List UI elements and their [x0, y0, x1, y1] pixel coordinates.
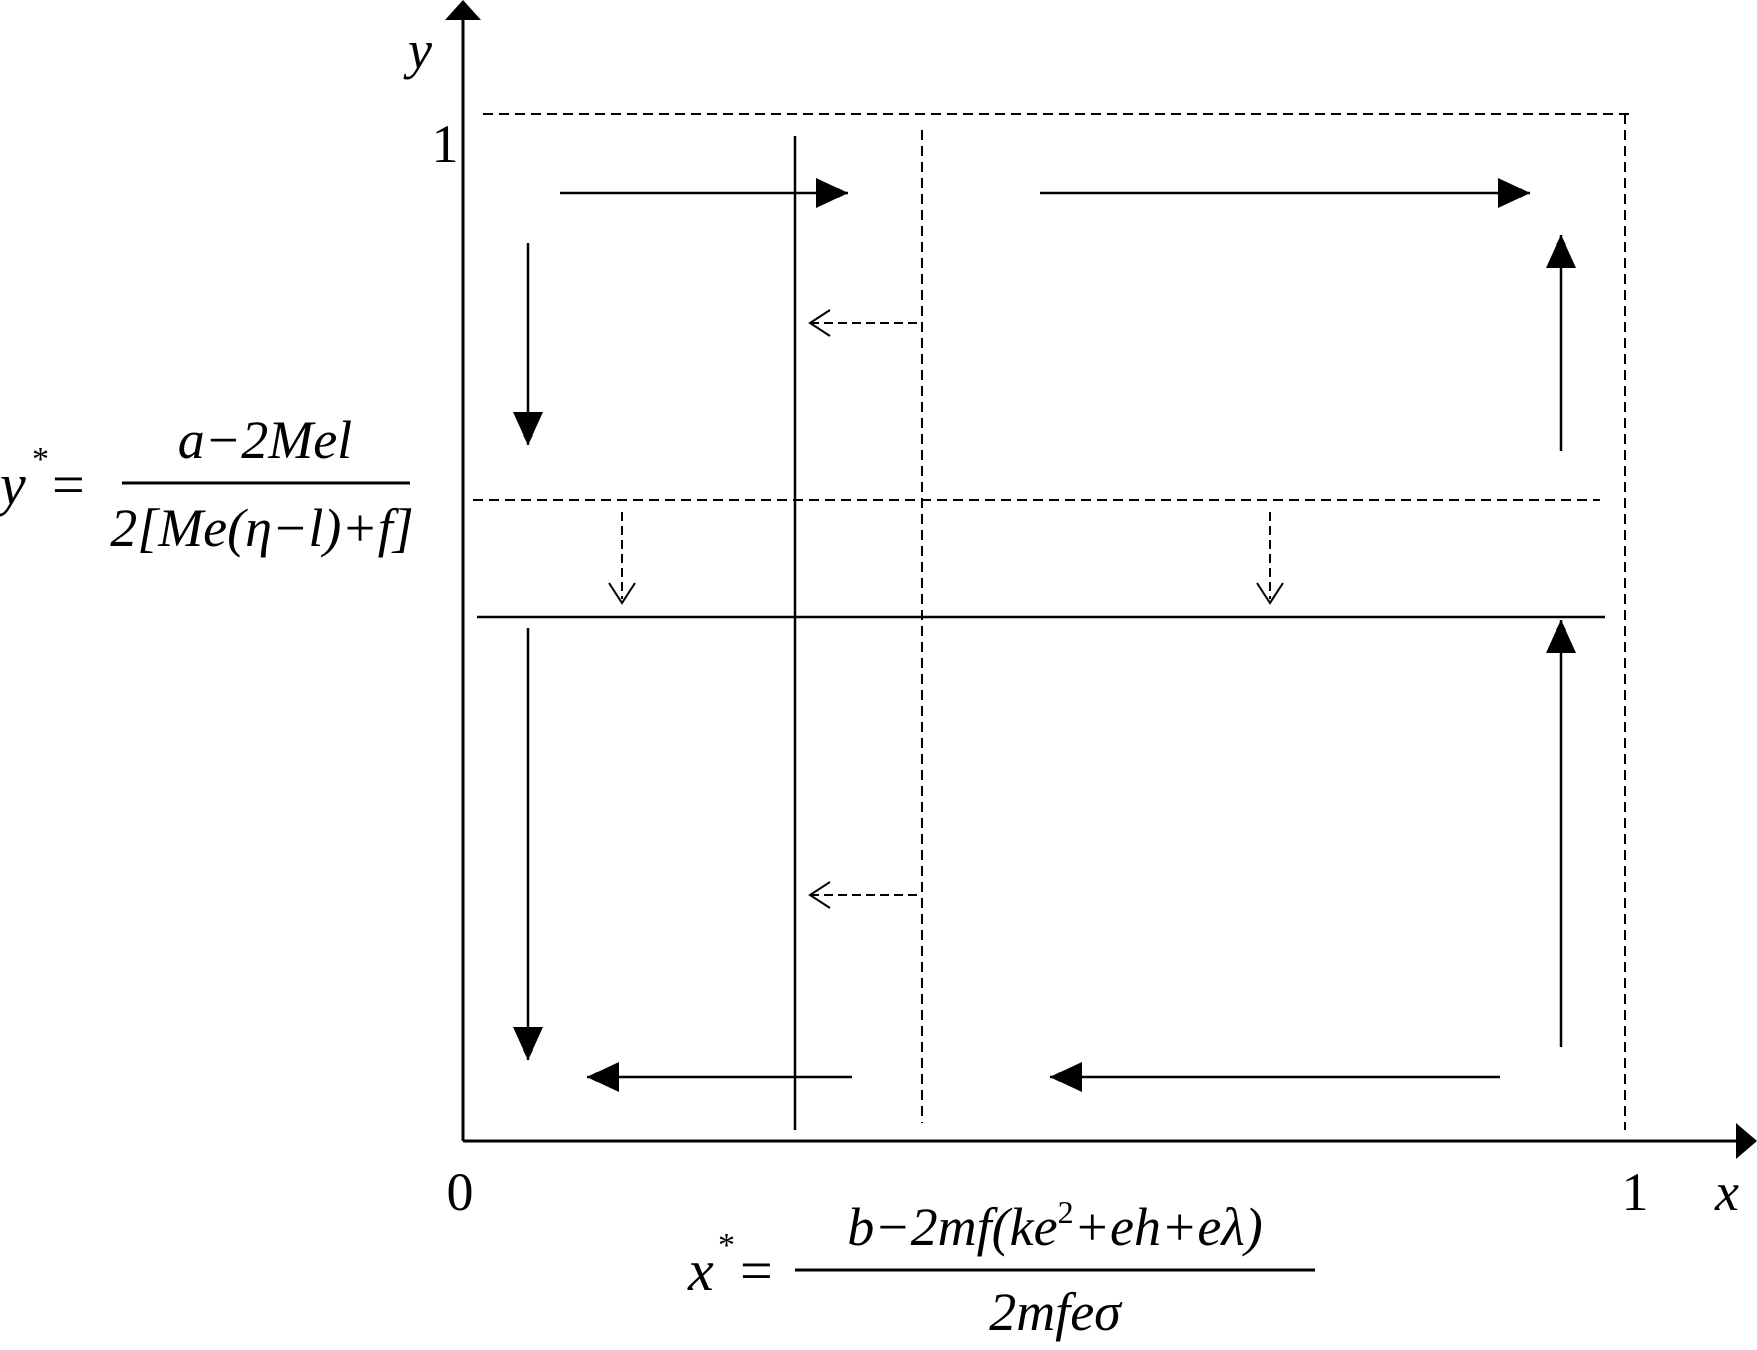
y-axis-arrowhead — [445, 0, 481, 20]
dashed-arrowhead-down-right — [1256, 582, 1284, 605]
y-star-var: y — [0, 452, 26, 517]
dashed-arrows — [608, 309, 1284, 909]
solid-arrows — [523, 188, 1566, 1082]
dashed-arrowhead-down-left — [608, 582, 636, 605]
arrowhead-left-bottom-left — [587, 1062, 619, 1092]
arrowhead-up-upper-right — [1546, 235, 1576, 268]
y-star-equals: = — [52, 452, 85, 517]
x-star-numerator-sup: 2 — [1058, 1194, 1074, 1230]
x-star-denominator: 2mfeσ — [989, 1282, 1123, 1342]
x-star-formula: x * = b−2mf(ke2+eh+eλ) 2mfeσ — [687, 1194, 1315, 1342]
x-axis-arrowhead — [1736, 1123, 1757, 1159]
arrowhead-down-upper-left — [513, 412, 543, 445]
dashed-arrowhead-left-lower — [808, 881, 831, 909]
x-star-sup: * — [718, 1227, 735, 1264]
x-axis-name: x — [1714, 1162, 1739, 1222]
unit-square-boundary — [483, 113, 1635, 1130]
arrowhead-up-lower-right — [1546, 620, 1576, 653]
solid-arrowheads — [513, 178, 1576, 1092]
axis-labels: y 1 0 1 x — [403, 20, 1739, 1222]
y-axis-name: y — [403, 20, 432, 80]
arrowhead-right-top-right — [1498, 178, 1530, 208]
arrowhead-down-lower-left — [513, 1027, 543, 1060]
x-star-numerator-part-b: +eh+eλ) — [1074, 1197, 1263, 1257]
y-axis-one-label: 1 — [432, 114, 459, 174]
x-star-numerator: b−2mf(ke2+eh+eλ) — [847, 1194, 1263, 1257]
arrowhead-right-top-left — [816, 178, 848, 208]
threshold-lines — [473, 130, 1605, 1130]
x-star-equals: = — [740, 1238, 773, 1303]
y-star-denominator: 2[Me(η−l)+f] — [110, 498, 414, 558]
origin-label: 0 — [447, 1162, 474, 1222]
dashed-arrowhead-left-upper — [808, 309, 831, 337]
arrowhead-left-bottom-right — [1050, 1062, 1082, 1092]
x-axis-one-label: 1 — [1622, 1162, 1649, 1222]
y-star-formula: y * = a−2Mel 2[Me(η−l)+f] — [0, 410, 414, 558]
y-star-numerator: a−2Mel — [178, 410, 352, 470]
axes — [461, 14, 1740, 1143]
x-star-var: x — [687, 1238, 714, 1303]
y-star-sup: * — [32, 441, 49, 478]
x-star-numerator-part-a: b−2mf(ke — [847, 1197, 1057, 1257]
